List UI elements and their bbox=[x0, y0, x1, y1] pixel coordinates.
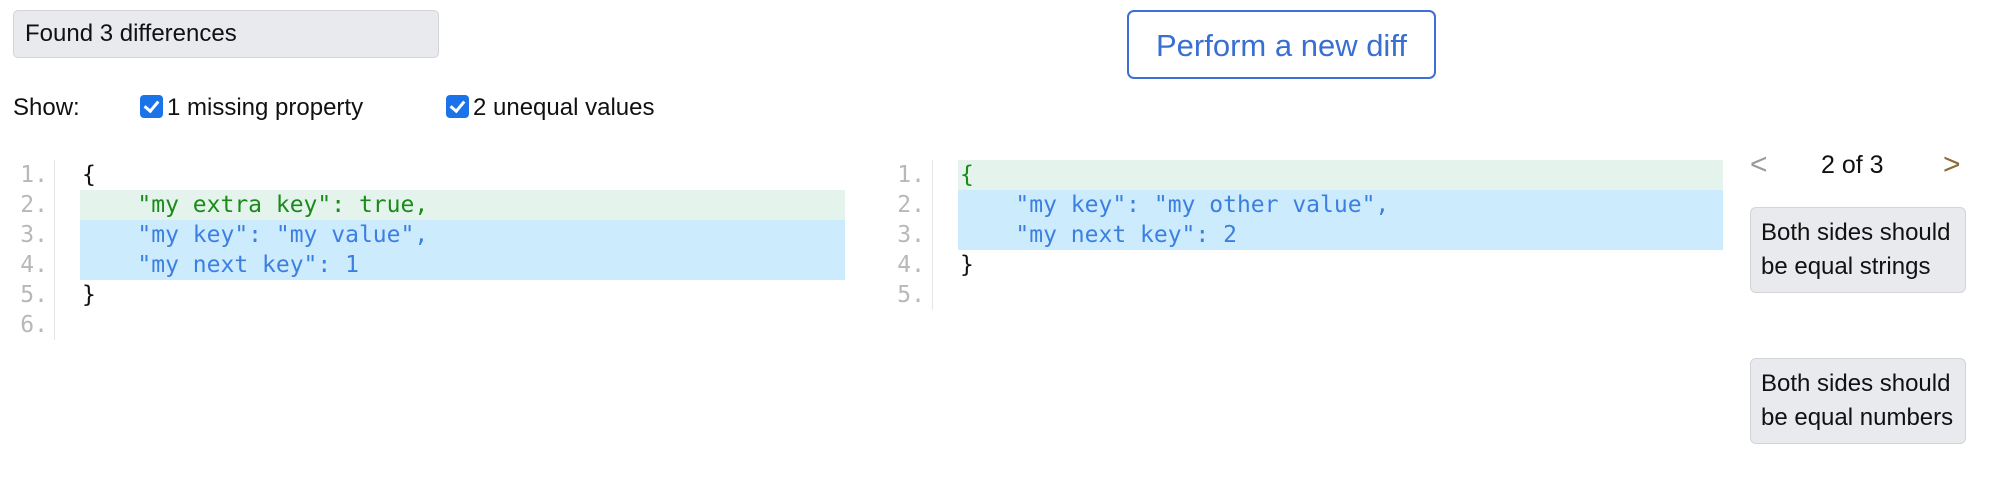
right-line-numbers: 1. 2. 3. 4. 5. bbox=[885, 160, 925, 310]
line-number: 3. bbox=[20, 222, 48, 248]
code-line-unequal-value[interactable]: "my next key": 1 bbox=[80, 250, 845, 280]
line-number: 4. bbox=[20, 252, 48, 278]
previous-difference-icon[interactable]: < bbox=[1750, 148, 1768, 181]
right-code: { "my key": "my other value", "my next k… bbox=[958, 160, 1723, 310]
filter-unequal-values[interactable]: 2 unequal values bbox=[446, 92, 654, 124]
line-number: 3. bbox=[897, 222, 925, 248]
code-line: } bbox=[82, 282, 96, 308]
line-number: 2. bbox=[20, 192, 48, 218]
gutter-divider bbox=[54, 160, 55, 340]
line-number: 2. bbox=[897, 192, 925, 218]
difference-position: 2 of 3 bbox=[1821, 151, 1884, 179]
code-line-missing-property[interactable]: { bbox=[958, 160, 1723, 190]
perform-new-diff-button[interactable]: Perform a new diff bbox=[1127, 10, 1436, 79]
code-line: { bbox=[82, 162, 96, 188]
line-number: 4. bbox=[897, 252, 925, 278]
code-line bbox=[80, 310, 845, 340]
next-difference-icon[interactable]: > bbox=[1943, 148, 1961, 181]
difference-message-card[interactable]: Both sides should be equal strings bbox=[1750, 207, 1966, 293]
code-line: } bbox=[960, 252, 974, 278]
code-line-unequal-value[interactable]: "my next key": 2 bbox=[958, 220, 1723, 250]
line-number: 1. bbox=[20, 162, 48, 188]
missing-property-label: 1 missing property bbox=[167, 94, 364, 121]
code-line-unequal-value[interactable]: "my key": "my value", bbox=[80, 220, 845, 250]
differences-summary: Found 3 differences bbox=[13, 10, 439, 58]
filter-missing-property[interactable]: 1 missing property bbox=[140, 92, 363, 124]
gutter-divider bbox=[932, 160, 933, 310]
code-line bbox=[958, 280, 1723, 310]
show-label: Show: bbox=[13, 94, 80, 121]
difference-message-card[interactable]: Both sides should be equal numbers bbox=[1750, 358, 1966, 444]
code-line-missing-property[interactable]: "my extra key": true, bbox=[80, 190, 845, 220]
line-number: 5. bbox=[897, 282, 925, 308]
missing-property-checkbox[interactable] bbox=[140, 95, 163, 118]
line-number: 5. bbox=[20, 282, 48, 308]
unequal-values-checkbox[interactable] bbox=[446, 95, 469, 118]
code-line-unequal-value[interactable]: "my key": "my other value", bbox=[958, 190, 1723, 220]
left-code: { "my extra key": true, "my key": "my va… bbox=[80, 160, 845, 340]
left-line-numbers: 1. 2. 3. 4. 5. 6. bbox=[10, 160, 48, 340]
unequal-values-label: 2 unequal values bbox=[473, 94, 655, 121]
line-number: 6. bbox=[20, 312, 48, 338]
line-number: 1. bbox=[897, 162, 925, 188]
